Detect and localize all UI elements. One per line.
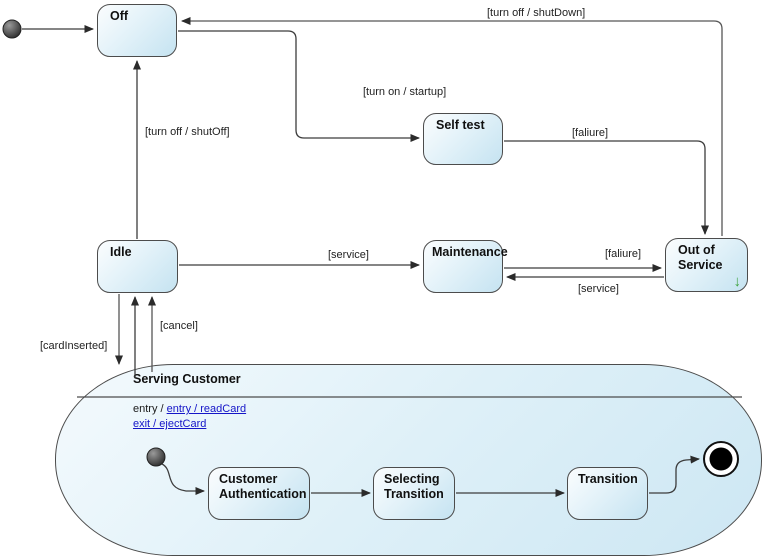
- entry-action-line: entry / entry / readCard: [133, 403, 246, 415]
- label-turn-off-shutdown: [turn off / shutDown]: [487, 7, 586, 19]
- state-selecting-transition[interactable]: Selecting Transition: [373, 467, 455, 520]
- state-transition[interactable]: Transition: [567, 467, 648, 520]
- label-idle-service: [service]: [328, 249, 369, 261]
- state-serving-customer-title: Serving Customer: [133, 372, 241, 386]
- entry-action-link[interactable]: entry / readCard: [166, 403, 247, 415]
- edge-selftest-to-oos: [504, 140, 709, 235]
- label-maintenance-failure: [faliure]: [605, 248, 642, 260]
- edge-off-to-selftest: [178, 30, 420, 142]
- state-serving-customer[interactable]: [55, 364, 762, 556]
- decomposition-arrow-icon: ↓: [733, 273, 742, 290]
- entry-prefix: entry /: [133, 403, 167, 415]
- label-oos-service: [service]: [578, 283, 619, 295]
- label-card-inserted: [cardInserted]: [40, 340, 108, 352]
- exit-action-line: exit / ejectCard: [133, 418, 206, 430]
- label-turn-on-startup: [turn on / startup]: [363, 86, 447, 98]
- state-self-test[interactable]: Self test: [423, 113, 503, 165]
- label-cancel: [cancel]: [160, 320, 198, 332]
- state-maintenance[interactable]: Maintenance: [423, 240, 508, 293]
- initial-state-dot: [2, 19, 22, 39]
- state-out-of-service[interactable]: Out of Service↓: [665, 238, 748, 292]
- state-customer-authentication[interactable]: Customer Authentication: [208, 467, 310, 520]
- label-selftest-failure: [faliure]: [572, 127, 609, 139]
- exit-action-link[interactable]: exit / ejectCard: [133, 418, 207, 430]
- state-idle[interactable]: Idle: [97, 240, 178, 293]
- state-off[interactable]: Off: [97, 4, 177, 57]
- label-turn-off-shutoff: [turn off / shutOff]: [145, 126, 230, 138]
